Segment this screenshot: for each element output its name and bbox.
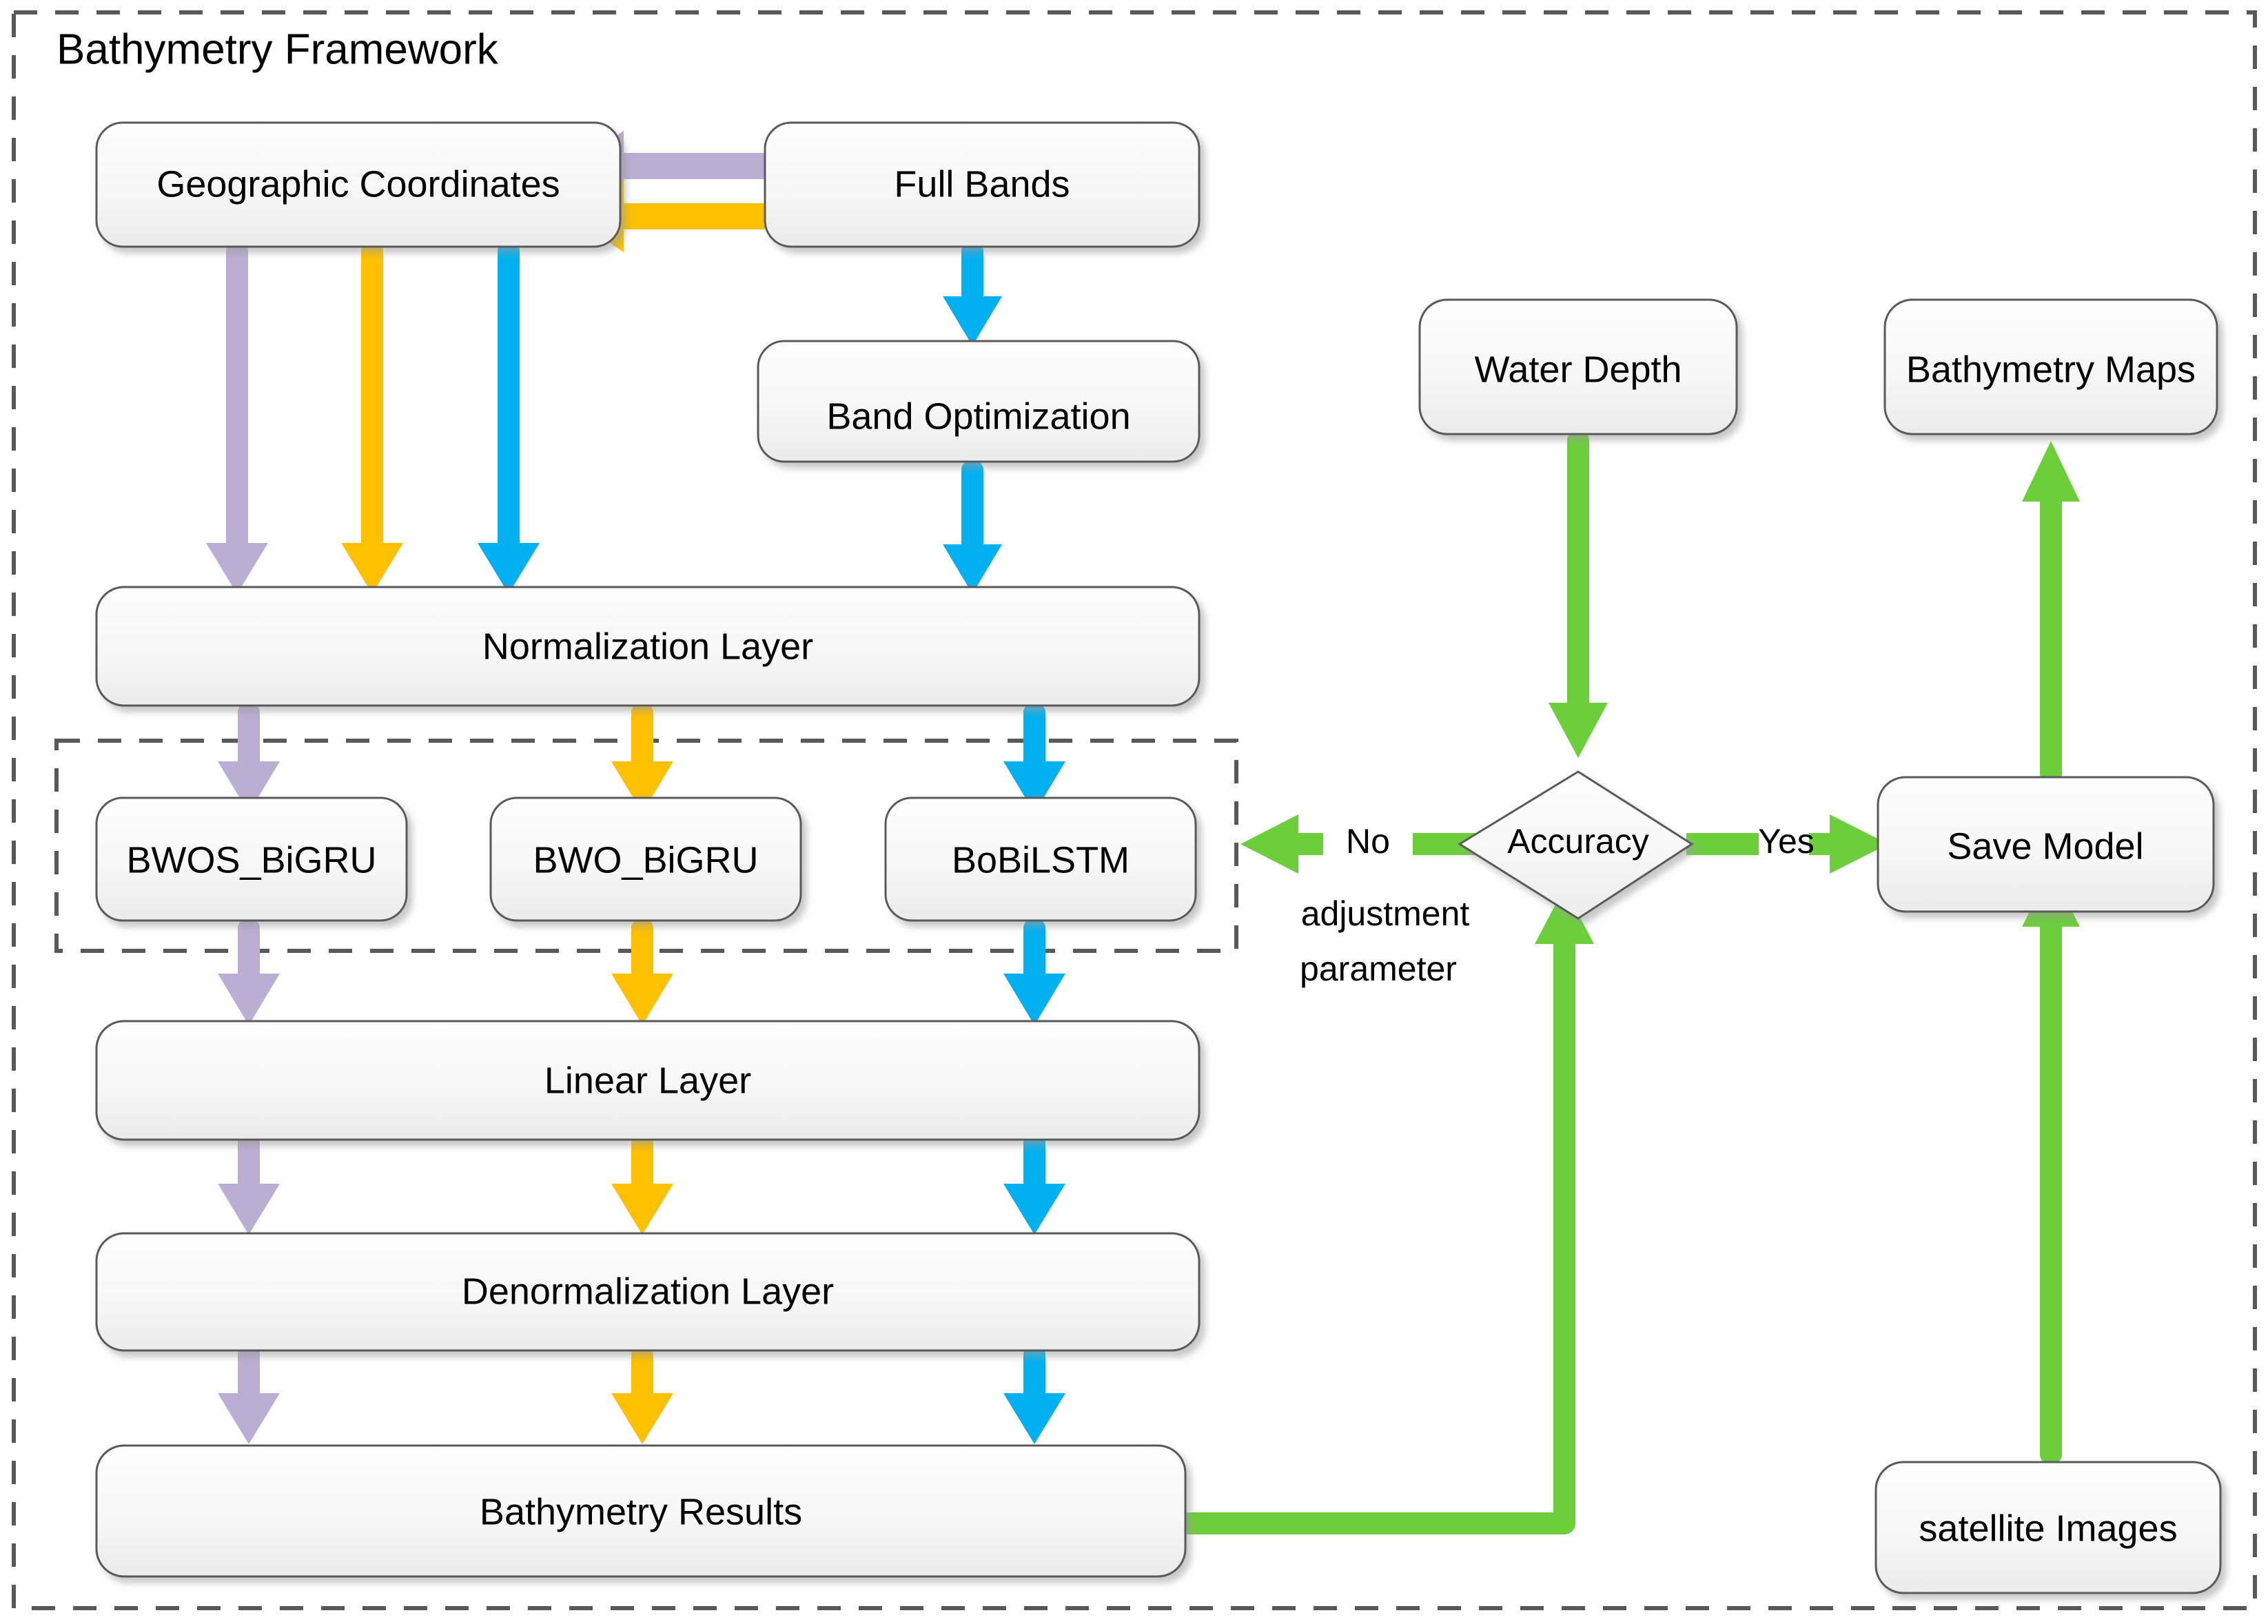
node-bwos-bigru[interactable]: BWOS_BiGRU <box>95 796 408 922</box>
node-label-accuracy: Accuracy <box>1507 822 1649 861</box>
arrow-linear-to-denormalization-orange <box>611 1133 673 1235</box>
node-full-bands[interactable]: Full Bands <box>764 121 1201 248</box>
node-label-satellite-images: satellite Images <box>1919 1508 2177 1549</box>
node-label-bobilstm: BoBiLSTM <box>952 839 1130 881</box>
node-label-bathymetry-results: Bathymetry Results <box>480 1491 802 1532</box>
edge-label-parameter: parameter <box>1300 949 1457 988</box>
node-bobilstm[interactable]: BoBiLSTM <box>884 796 1197 922</box>
arrow-accuracy-yes <box>1686 814 1888 874</box>
node-label-bathymetry-maps: Bathymetry Maps <box>1906 349 2196 390</box>
node-label-denormalization-layer: Denormalization Layer <box>462 1271 834 1312</box>
arrow-denormalization-to-results-orange <box>611 1345 673 1444</box>
node-label-bwo-bigru: BWO_BiGRU <box>533 839 758 881</box>
node-label-water-depth: Water Depth <box>1474 349 1682 390</box>
node-satellite-images[interactable]: satellite Images <box>1874 1461 2222 1594</box>
node-label-linear-layer: Linear Layer <box>544 1060 751 1101</box>
arrow-normalization-to-bwo-bigru <box>611 703 673 813</box>
arrow-denormalization-to-results-cyan <box>1003 1345 1065 1444</box>
arrow-bwos-bigru-to-linear <box>218 918 280 1025</box>
node-label-band-optimization: Band Optimization <box>826 395 1130 437</box>
node-bathymetry-results[interactable]: Bathymetry Results <box>95 1444 1187 1578</box>
arrow-geocoords-to-normalization-purple <box>206 241 268 594</box>
arrow-bobilstm-to-linear <box>1003 918 1065 1025</box>
node-band-optimization[interactable]: Band Optimization <box>757 340 1201 463</box>
page-title: Bathymetry Framework <box>57 25 499 73</box>
arrow-results-to-accuracy <box>1171 887 1594 1534</box>
arrow-geocoords-to-normalization-cyan <box>478 241 540 594</box>
arrow-linear-to-denormalization-cyan <box>1003 1133 1065 1235</box>
edge-label-adjustment: adjustment <box>1301 894 1470 933</box>
edge-label-no: No <box>1346 822 1390 861</box>
node-water-depth[interactable]: Water Depth <box>1418 298 1738 435</box>
arrow-geocoords-to-normalization-orange <box>341 241 403 594</box>
node-label-save-model: Save Model <box>1947 825 2143 867</box>
node-bwo-bigru[interactable]: BWO_BiGRU <box>489 796 802 922</box>
arrow-bwo-bigru-to-linear <box>611 918 673 1025</box>
node-accuracy-decision[interactable]: Accuracy <box>1458 770 1694 920</box>
arrow-fullbands-to-bandoptimization <box>943 241 1002 346</box>
node-linear-layer[interactable]: Linear Layer <box>95 1020 1201 1141</box>
arrow-normalization-to-bobilstm <box>1003 703 1065 813</box>
edge-label-yes: Yes <box>1758 822 1815 861</box>
node-label-normalization-layer: Normalization Layer <box>482 626 813 667</box>
arrow-satellite-to-savemodel <box>2022 870 2080 1464</box>
outer-framework-border <box>12 10 2257 1610</box>
arrow-bandoptimization-to-normalization <box>943 460 1002 594</box>
node-bathymetry-maps[interactable]: Bathymetry Maps <box>1883 298 2218 435</box>
node-label-geographic-coordinates: Geographic Coordinates <box>156 163 560 205</box>
arrow-savemodel-to-maps <box>2022 441 2080 783</box>
arrow-normalization-to-bwos-bigru <box>218 703 280 813</box>
node-save-model[interactable]: Save Model <box>1877 776 2215 913</box>
node-label-full-bands: Full Bands <box>894 163 1070 205</box>
arrow-linear-to-denormalization-purple <box>218 1133 280 1235</box>
node-denormalization-layer[interactable]: Denormalization Layer <box>95 1232 1201 1352</box>
node-label-bwos-bigru: BWOS_BiGRU <box>126 839 376 881</box>
arrow-waterdepth-to-accuracy <box>1549 431 1608 758</box>
arrow-denormalization-to-results-purple <box>218 1345 280 1444</box>
node-normalization-layer[interactable]: Normalization Layer <box>95 586 1201 707</box>
node-geographic-coordinates[interactable]: Geographic Coordinates <box>95 121 622 248</box>
